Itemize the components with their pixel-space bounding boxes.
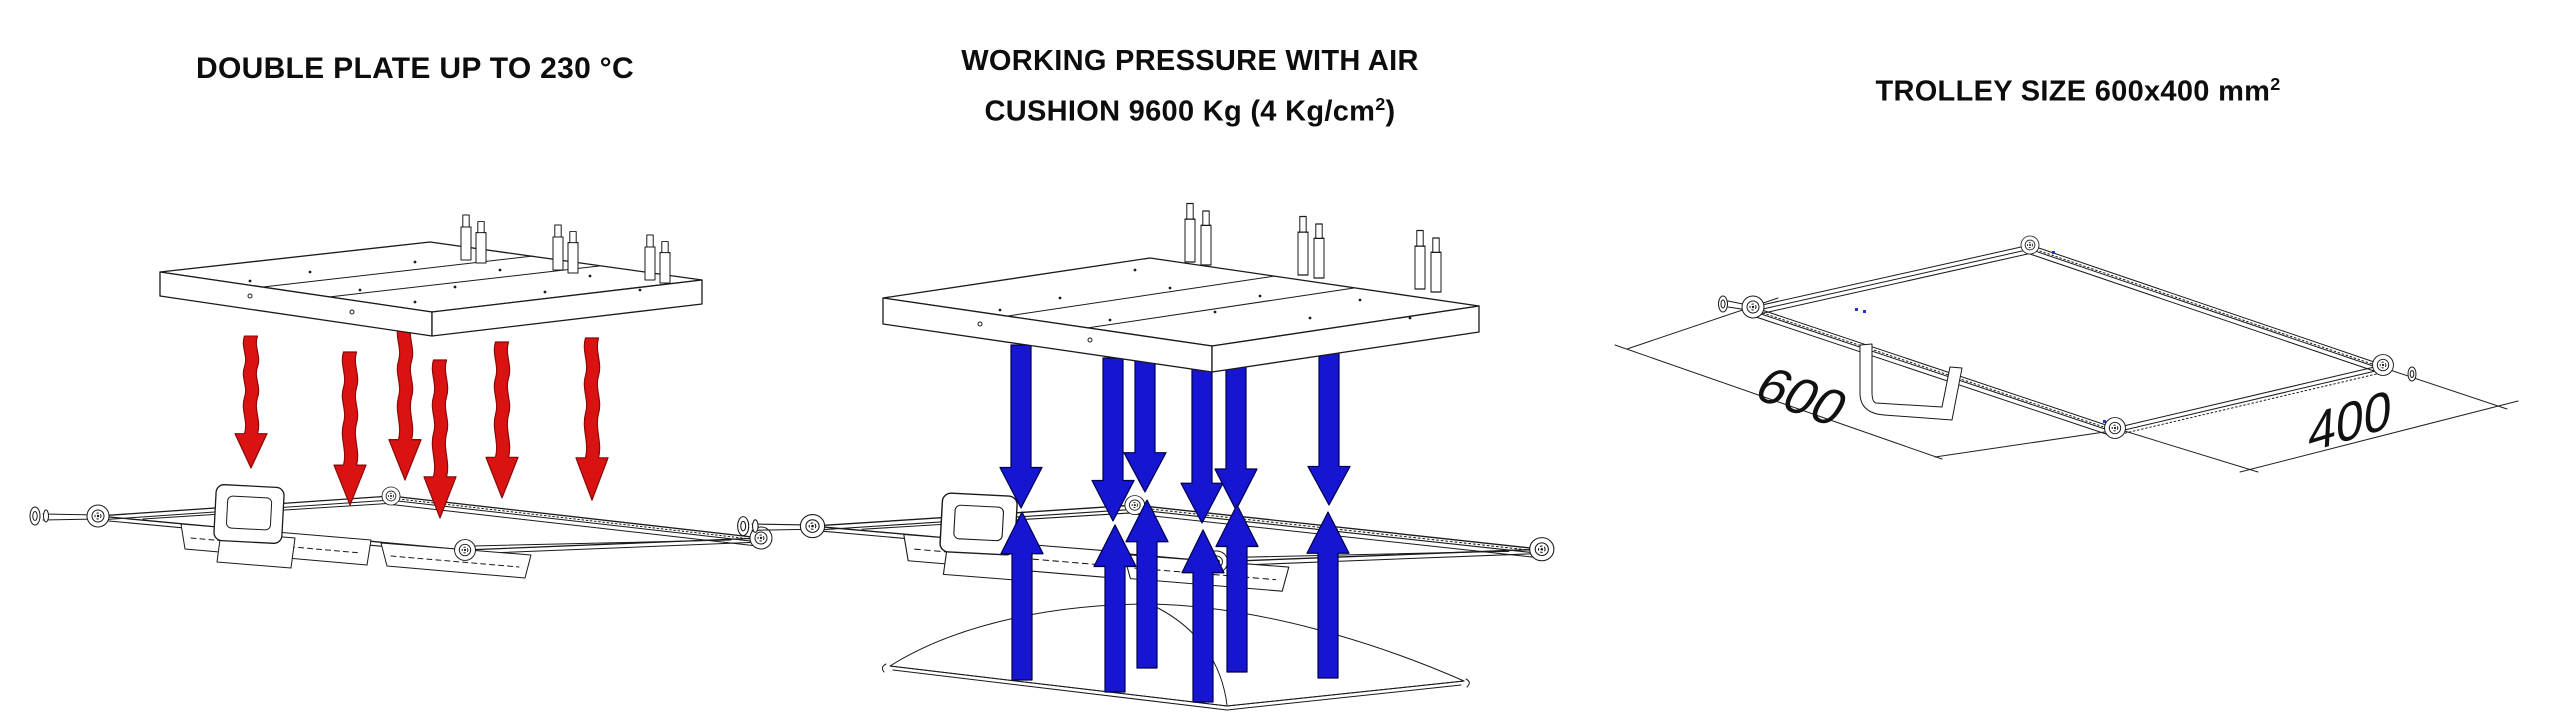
trolley-handle — [1859, 343, 1963, 421]
plate-surface-holes — [998, 268, 1412, 322]
superscript-2: 2 — [1375, 94, 1386, 114]
wheel — [2104, 417, 2126, 439]
title-line-1: WORKING PRESSURE WITH AIR — [961, 45, 1419, 77]
heat-arrow — [485, 341, 519, 499]
rail-joint-marks — [1855, 251, 2106, 423]
panel-title-trolley-size: TROLLEY SIZE 600x400 mm2 — [1875, 74, 2281, 108]
working-pressure-diagram — [738, 202, 1554, 711]
wheel — [2020, 235, 2040, 255]
title-line-2: CUSHION 9600 Kg (4 Kg/cm2) — [984, 94, 1396, 128]
heat-arrow — [388, 324, 422, 481]
heat-arrow — [575, 337, 609, 501]
pressure-down-arrow — [1180, 362, 1224, 524]
heat-arrow — [234, 335, 268, 469]
pressure-down-arrow — [999, 344, 1043, 509]
dimension-label-600: 600 — [1745, 357, 1858, 437]
heat-arrows — [234, 324, 609, 519]
panel-title-double-plate: DOUBLE PLATE UP TO 230 °C — [196, 52, 634, 85]
double-plate-diagram — [30, 214, 772, 578]
air-cushion — [881, 603, 1470, 711]
wheel — [1741, 295, 1765, 319]
panel-title-working-pressure: WORKING PRESSURE WITH AIR CUSHION 9600 K… — [880, 40, 1500, 134]
wheel — [2372, 354, 2394, 376]
pressure-down-arrow — [1091, 357, 1135, 522]
heat-arrow — [423, 359, 457, 519]
trolley — [30, 484, 772, 578]
heated-plate — [159, 214, 703, 337]
dimension-label-400: 400 — [2307, 378, 2393, 465]
trolley-frame — [1718, 235, 2417, 439]
superscript-2: 2 — [2270, 74, 2281, 94]
pressure-down-arrow — [1307, 349, 1351, 506]
plate-surface-holes — [248, 260, 642, 304]
trolley-size-diagram: 600 400 — [1614, 235, 2519, 473]
heat-arrow — [333, 351, 367, 506]
pressed-plate — [882, 202, 1480, 373]
